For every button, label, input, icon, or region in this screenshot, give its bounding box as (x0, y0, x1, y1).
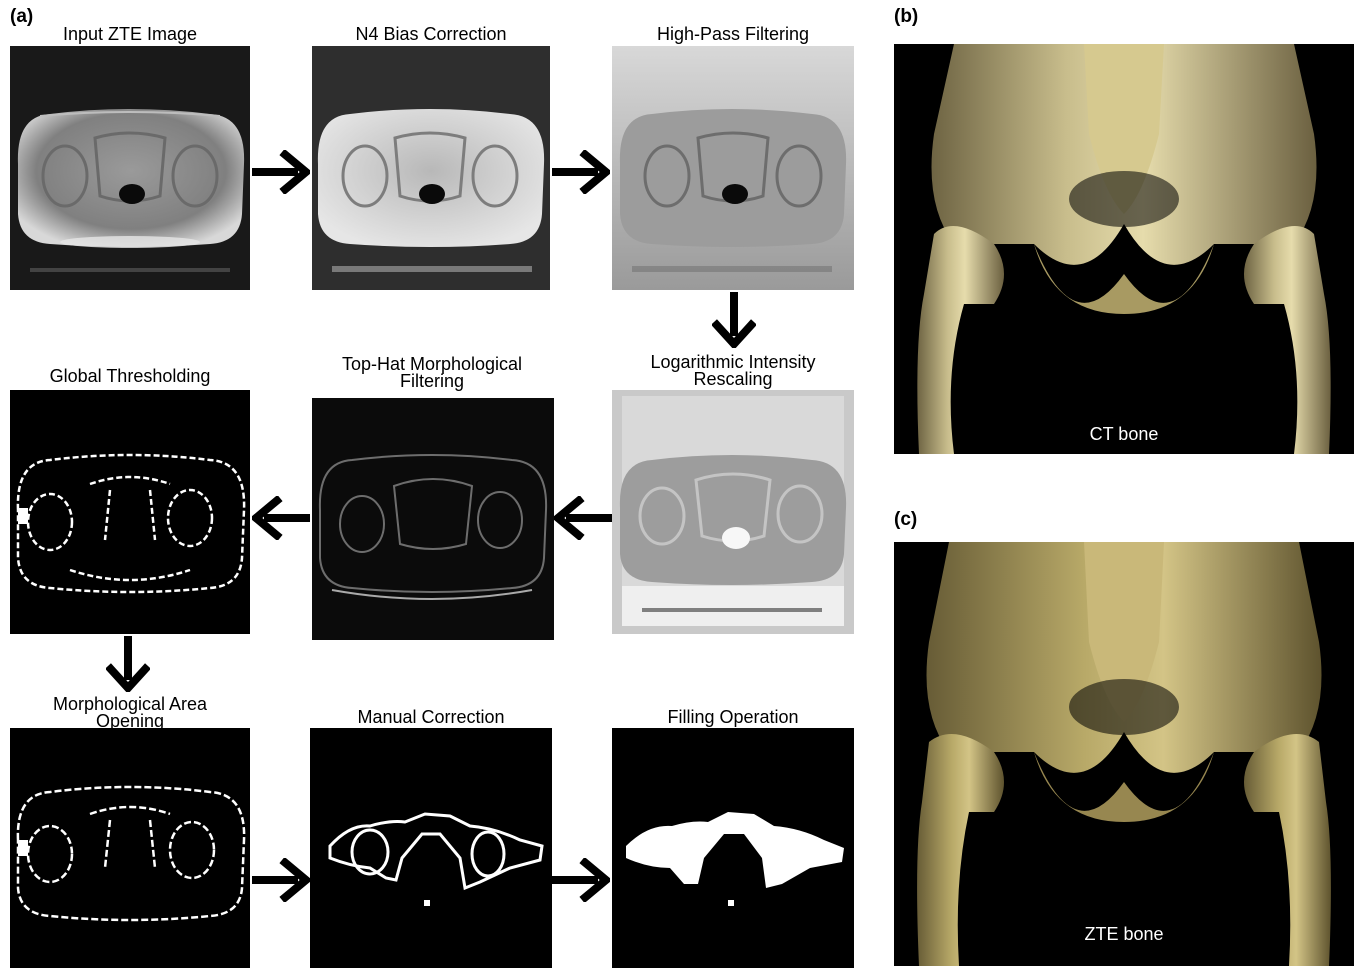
arrow-down-2 (106, 636, 150, 692)
filling-operation-image (612, 728, 854, 968)
high-pass-image (612, 46, 854, 290)
log-rescale-title-line2: Rescaling (612, 371, 854, 388)
top-hat-title-line2: Filtering (310, 373, 554, 390)
n4-bias-image (312, 46, 550, 290)
log-rescale-title: Logarithmic Intensity Rescaling (612, 354, 854, 388)
input-zte-image (10, 46, 250, 290)
log-rescale-image (612, 390, 854, 634)
arrow-right-4 (552, 858, 610, 902)
area-opening-image (10, 728, 250, 968)
arrow-left-1 (252, 496, 310, 540)
n4-bias-title: N4 Bias Correction (312, 26, 550, 43)
panel-b-label: (b) (894, 6, 918, 28)
ct-bone-render: CT bone (894, 44, 1354, 454)
arrow-down-1 (712, 292, 756, 348)
zte-bone-render: ZTE bone (894, 542, 1354, 966)
top-hat-image (312, 398, 554, 640)
manual-correction-title: Manual Correction (310, 709, 552, 726)
high-pass-title: High-Pass Filtering (612, 26, 854, 43)
arrow-left-2 (554, 496, 612, 540)
zte-bone-caption: ZTE bone (894, 924, 1354, 945)
ct-bone-caption: CT bone (894, 424, 1354, 445)
arrow-right-1 (252, 150, 310, 194)
input-zte-title: Input ZTE Image (10, 26, 250, 43)
filling-operation-title: Filling Operation (612, 709, 854, 726)
arrow-right-2 (552, 150, 610, 194)
global-threshold-image (10, 390, 250, 634)
panel-c-label: (c) (894, 509, 917, 531)
manual-correction-image (310, 728, 552, 968)
top-hat-title: Top-Hat Morphological Filtering (310, 356, 554, 390)
area-opening-title: Morphological Area Opening (10, 696, 250, 730)
panel-a-label: (a) (10, 6, 33, 28)
arrow-right-3 (252, 858, 310, 902)
global-threshold-title: Global Thresholding (10, 368, 250, 385)
